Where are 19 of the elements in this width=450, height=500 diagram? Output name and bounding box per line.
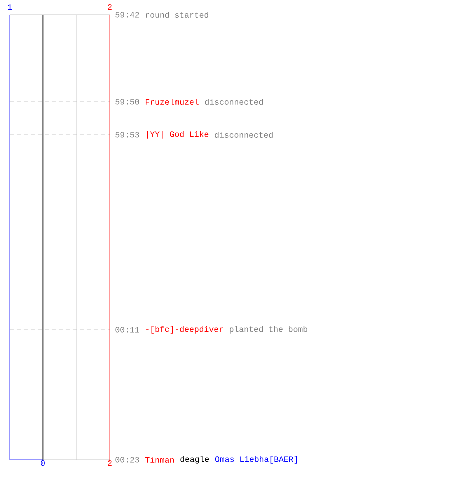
timestamp: 59:42 bbox=[116, 12, 140, 18]
axis-label: 2 bbox=[108, 460, 112, 466]
player-name: Omas Liebha[BAER] bbox=[215, 456, 298, 464]
event-text: disconnected bbox=[205, 98, 264, 106]
timestamp: 59:53 bbox=[116, 132, 140, 138]
event-text: round started bbox=[146, 12, 208, 18]
player-name: Tinman bbox=[146, 456, 174, 463]
timestamp: 00:23 bbox=[116, 457, 140, 463]
event-text: disconnected bbox=[215, 132, 273, 138]
timestamp: 59:50 bbox=[116, 99, 140, 105]
weapon-name: deagle bbox=[180, 456, 210, 464]
player-name: |YY| God Like bbox=[147, 131, 209, 139]
timestamp: 00:11 bbox=[116, 327, 140, 333]
event-text: planted the bomb bbox=[230, 326, 308, 334]
axis-label: 2 bbox=[108, 4, 112, 10]
player-name: Fruzelmuzel bbox=[146, 98, 199, 105]
axis-label: 1 bbox=[8, 4, 12, 10]
player-name: -[bfc]-deepdiver bbox=[146, 326, 224, 334]
axis-label: 0 bbox=[41, 460, 45, 466]
